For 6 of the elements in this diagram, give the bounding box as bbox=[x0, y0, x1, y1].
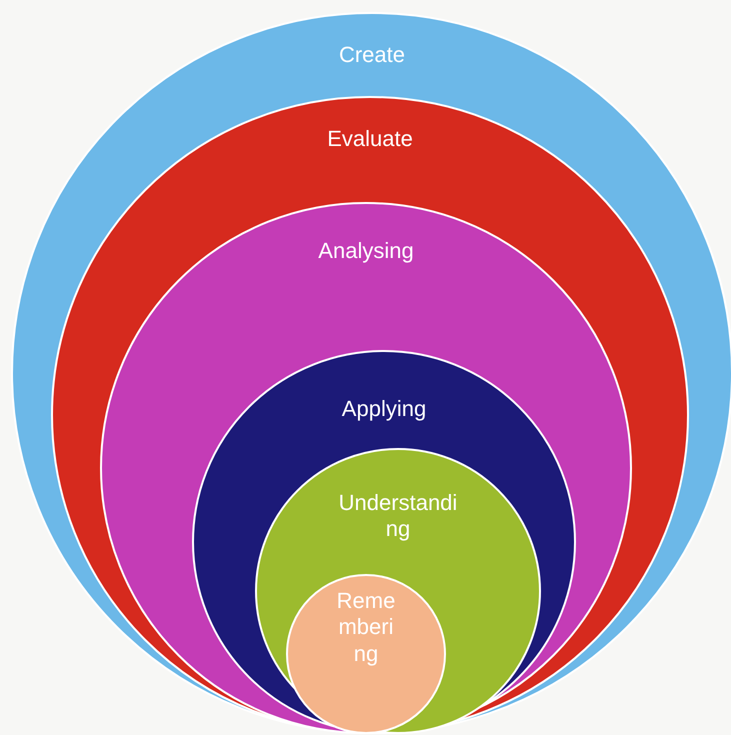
level-label: Understanding bbox=[338, 490, 458, 543]
level-label: Applying bbox=[340, 396, 428, 422]
level-label: Analysing bbox=[317, 238, 415, 264]
level-label: Create bbox=[338, 42, 406, 68]
level-label: Remembering bbox=[336, 588, 396, 668]
level-label: Evaluate bbox=[326, 126, 414, 152]
